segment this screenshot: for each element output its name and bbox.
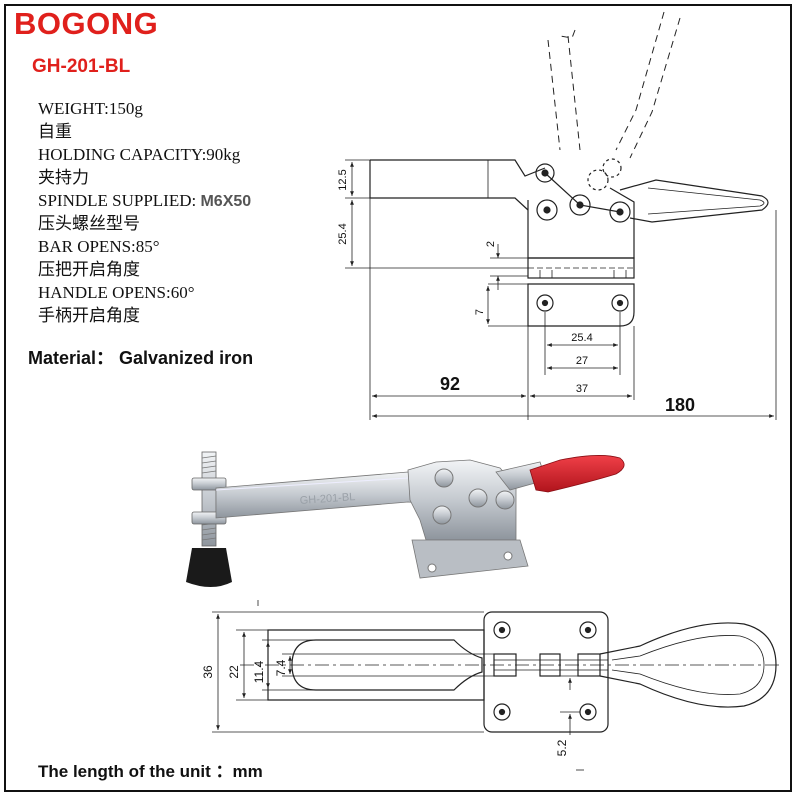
outer-frame [4, 4, 792, 792]
spec-bar-label: BAR OPENS: [38, 237, 136, 256]
model-number: GH-201-BL [32, 56, 131, 77]
spec-capacity-cn: 夹持力 [38, 168, 89, 187]
top-view-handle [599, 622, 777, 708]
spec-spindle-label: SPINDLE SUPPLIED: [38, 191, 197, 210]
pivot-3 [569, 194, 591, 216]
rivet-2 [468, 488, 488, 508]
spec-handle-label: HANDLE OPENS: [38, 283, 171, 302]
spec-bar-value: 85° [135, 237, 160, 256]
dim-7-4: 7.4 [274, 659, 288, 676]
side-dimensions [345, 159, 777, 420]
clamp-base-plate [411, 539, 529, 579]
material-note: Material： Galvanized iron [28, 348, 254, 368]
top-view-drawing [240, 611, 780, 733]
unit-note: The length of the unit ：mm [38, 762, 263, 781]
side-dimension-labels: 12.5 25.4 2 7 25.4 27 37 92 180 [337, 169, 695, 415]
spec-capacity-label: HOLDING CAPACITY: [38, 145, 207, 164]
spec-handle-value: 60° [170, 283, 195, 302]
spec-list: WEIGHT:150g 自重 HOLDING CAPACITY:90kg 夹持力… [38, 97, 338, 327]
product-marking: GH-201-BL [299, 491, 355, 507]
dim-25-4-vertical: 25.4 [337, 223, 349, 244]
dim-7: 7 [474, 309, 486, 315]
dim-27: 27 [576, 355, 588, 367]
side-view-drawing [369, 11, 769, 279]
top-dimension-labels: 36 22 11.4 7.4 5.2 [201, 659, 569, 756]
dim-5-2: 5.2 [555, 739, 569, 756]
dim-11-4: 11.4 [252, 660, 266, 683]
dim-12-5: 12.5 [337, 169, 349, 190]
dim-36: 36 [201, 665, 215, 679]
product-illustration: GH-201-BL [186, 451, 625, 587]
top-dimensions [212, 611, 580, 735]
dim-180: 180 [665, 395, 695, 415]
rivet-3 [432, 505, 452, 525]
rubber-tip [186, 548, 232, 587]
spec-weight: WEIGHT:150g [38, 97, 338, 120]
spec-bar-cn: 压把开启角度 [38, 260, 140, 279]
spec-handle: HANDLE OPENS:60° [38, 281, 338, 304]
open-position-ghost [547, 11, 681, 159]
side-handle [619, 179, 769, 223]
spec-capacity-value: 90kg [206, 145, 241, 164]
spec-weight-value: 150g [108, 99, 143, 118]
brand-title: BOGONG [14, 6, 159, 41]
dim-92: 92 [440, 374, 460, 394]
side-clamp-bar [369, 159, 546, 211]
dim-25-4-horizontal: 25.4 [571, 332, 592, 344]
spec-handle-cn: 手柄开启角度 [38, 306, 140, 325]
spec-spindle-cn: 压头螺丝型号 [38, 214, 140, 233]
spec-spindle-value: M6X50 [200, 193, 252, 210]
dim-22: 22 [227, 665, 241, 679]
top-view-base [483, 611, 609, 733]
dim-2: 2 [485, 241, 497, 247]
rivet-4 [495, 490, 515, 510]
spec-weight-cn: 自重 [38, 122, 72, 141]
pivot-1 [535, 163, 555, 183]
spec-spindle: SPINDLE SUPPLIED: M6X50 [38, 189, 338, 212]
side-body [527, 187, 635, 259]
spec-capacity: HOLDING CAPACITY:90kg [38, 143, 338, 166]
nut-top [191, 477, 227, 491]
spec-weight-label: WEIGHT: [38, 99, 109, 118]
rivet-1 [434, 468, 454, 488]
pivot-4 [609, 201, 631, 223]
pivot-2 [536, 199, 558, 221]
red-handle-grip [529, 455, 625, 493]
spec-bar: BAR OPENS:85° [38, 235, 338, 258]
dim-37: 37 [576, 383, 588, 395]
